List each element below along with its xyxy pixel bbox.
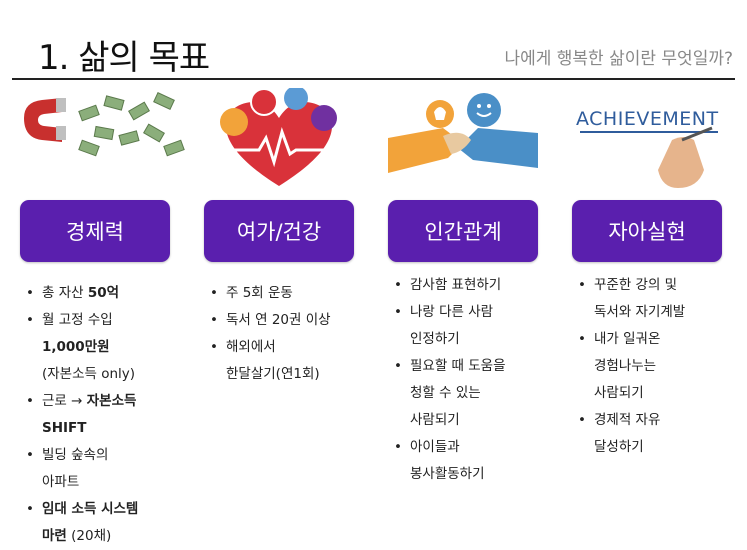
category-pill: 경제력 [20,200,170,262]
goal-column-relationships: 인간관계 감사함 표현하기 나랑 다른 사람 인정하기 필요할 때 도움을 청할… [388,88,560,482]
category-pill: 여가/건강 [204,200,354,262]
goal-column-self-realization: ACHIEVEMENT 자아실현 꾸준한 강의 및 독서와 자기계발 내가 일궈… [572,88,744,455]
list-item: 인정하기 [410,331,460,347]
list-item: 청할 수 있는 [410,385,481,401]
list-item: 사람되기 [410,412,460,428]
page-subtitle: 나에게 행복한 삶이란 무엇일까? [504,49,733,69]
list-item: 임대 소득 시스템 [20,496,192,523]
list-item: 경제적 자유 [572,407,744,434]
list-item: (자본소득 only) [42,366,136,382]
list-item: 독서와 자기계발 [594,304,686,320]
list-item: 나랑 다른 사람 [388,299,560,326]
category-pill: 인간관계 [388,200,538,262]
category-pill: 자아실현 [572,200,722,262]
list-item: 한달살기(연1회) [226,366,320,382]
page-title: 1. 삶의 목표 [38,38,210,78]
list-item: 감사함 표현하기 [388,272,560,299]
list-item: 경험나누는 [594,358,657,374]
list-item: 달성하기 [594,439,644,455]
achievement-text: ACHIEVEMENT [576,108,719,130]
goal-column-leisure: 여가/건강 주 5회 운동 독서 연 20권 이상 해외에서 한달살기(연1회) [204,88,376,382]
list-item: 주 5회 운동 [204,280,376,307]
list-item: 총 자산 50억 [20,280,192,307]
goal-list: 감사함 표현하기 나랑 다른 사람 인정하기 필요할 때 도움을 청할 수 있는… [388,272,560,488]
magnet-money-icon [20,88,192,200]
list-item: 월 고정 수입 [20,307,192,334]
list-item: 근로 → 자본소득 [20,388,192,415]
list-item: 빌딩 숲속의 [20,442,192,469]
list-item: 내가 일궈온 [572,326,744,353]
goal-list: 주 5회 운동 독서 연 20권 이상 해외에서 한달살기(연1회) [204,280,376,388]
goal-column-economy: 경제력 총 자산 50억 월 고정 수입 1,000만원 (자본소득 only)… [20,88,192,544]
list-item: 아이들과 [388,434,560,461]
list-item: 봉사활동하기 [410,466,485,482]
heart-health-icon [204,88,376,200]
list-item: 꾸준한 강의 및 [572,272,744,299]
list-item: 마련 (20채) [42,528,112,544]
goal-list: 꾸준한 강의 및 독서와 자기계발 내가 일궈온 경험나누는 사람되기 경제적 … [572,272,744,461]
list-item: 독서 연 20권 이상 [204,307,376,334]
list-item: 1,000만원 [42,339,110,355]
achievement-icon: ACHIEVEMENT [572,88,744,200]
list-item: 필요할 때 도움을 [388,353,560,380]
list-item: SHIFT [42,420,87,436]
list-item: 사람되기 [594,385,644,401]
title-divider [12,78,735,80]
handshake-icon [388,88,560,200]
list-item: 해외에서 [204,334,376,361]
goal-list: 총 자산 50억 월 고정 수입 1,000만원 (자본소득 only) 근로 … [20,280,192,550]
list-item: 아파트 [42,474,80,490]
